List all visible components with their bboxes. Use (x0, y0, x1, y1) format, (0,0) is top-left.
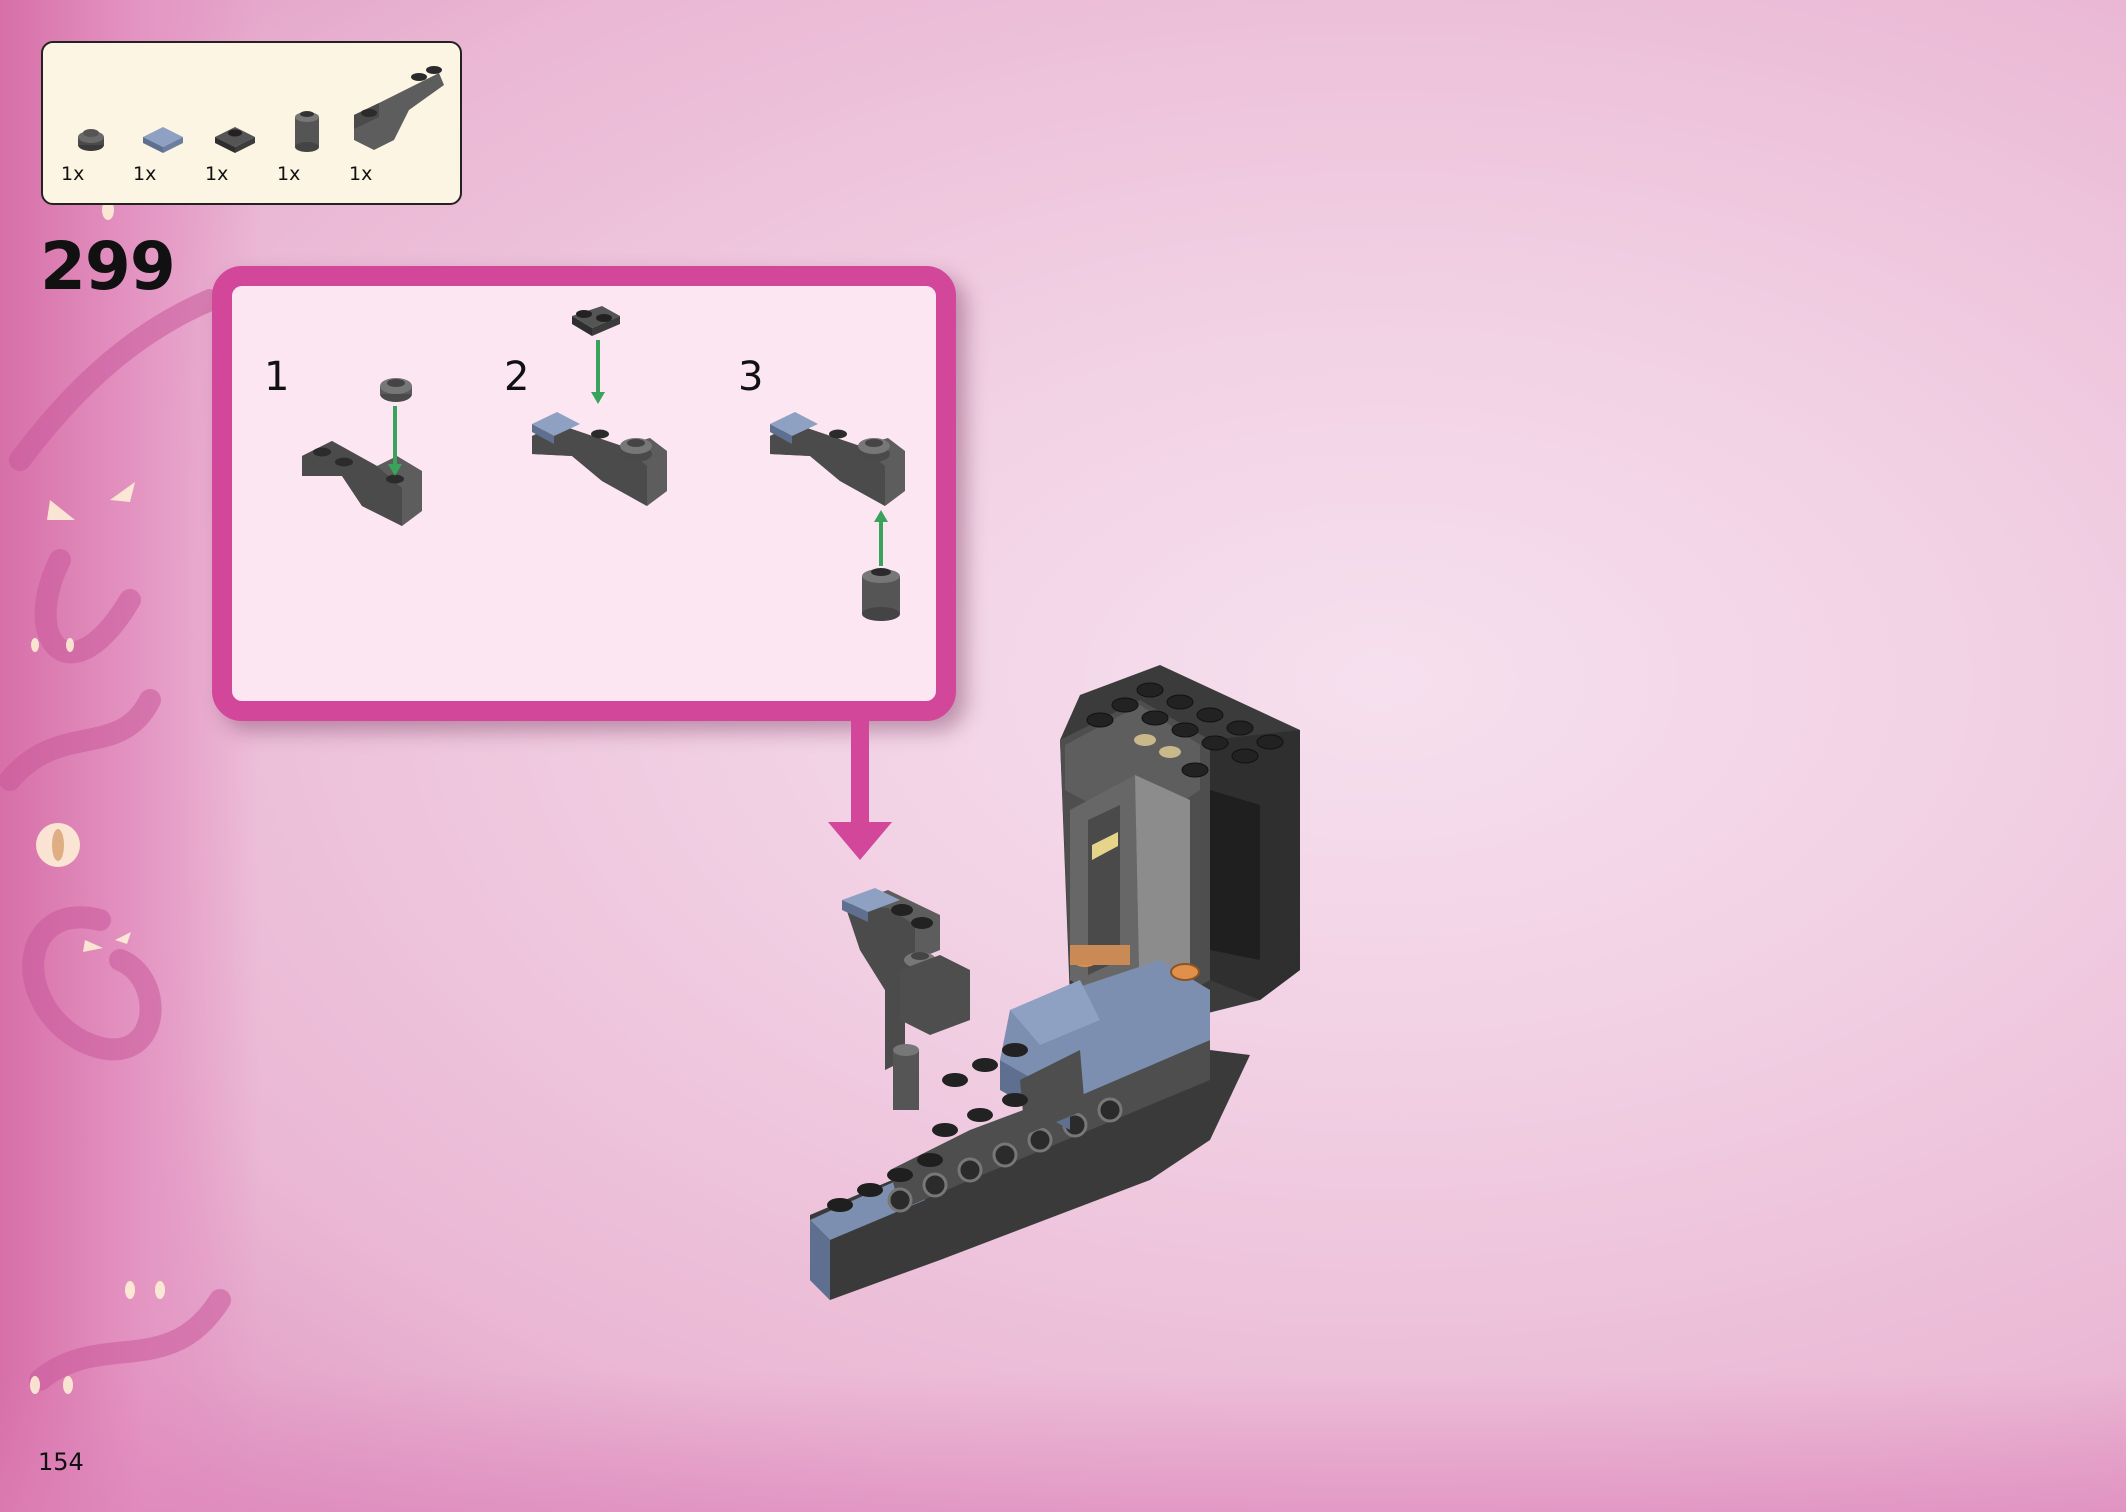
part-plate: 1x (205, 115, 265, 185)
round-plate-icon (78, 129, 104, 151)
eye-icon (110, 482, 135, 502)
tile-icon (143, 127, 183, 153)
subassembly-callout: 1 2 3 (212, 266, 956, 721)
decorative-vines (0, 200, 231, 1394)
part-qty: 1x (277, 163, 301, 185)
step-number: 299 (40, 228, 176, 305)
substep-label-3: 3 (738, 354, 764, 400)
part-qty: 1x (61, 163, 85, 185)
eye-icon (115, 932, 131, 944)
part-tile: 1x (133, 115, 193, 185)
substep-3-illustration (770, 412, 905, 621)
page-number: 154 (38, 1448, 84, 1476)
plate-icon (215, 127, 255, 153)
substep-2-illustration (532, 306, 667, 506)
parts-list-box: 1x 1x 1x 1x (41, 41, 462, 205)
main-model-illustration (810, 665, 1300, 1300)
eye-icon (83, 940, 103, 952)
substep-label-2: 2 (504, 354, 530, 400)
background-bottom-band (0, 1372, 2126, 1512)
part-qty: 1x (349, 163, 373, 185)
round-brick-icon (295, 111, 319, 152)
part-round-plate: 1x (61, 115, 121, 185)
substep-label-1: 1 (264, 354, 290, 400)
substep-1-illustration (302, 378, 422, 526)
part-round-brick: 1x (277, 105, 337, 185)
part-qty: 1x (205, 163, 229, 185)
eye-icon (47, 500, 75, 520)
part-arch-brick: 1x (349, 45, 449, 185)
part-qty: 1x (133, 163, 157, 185)
arch-brick-icon (354, 66, 444, 150)
